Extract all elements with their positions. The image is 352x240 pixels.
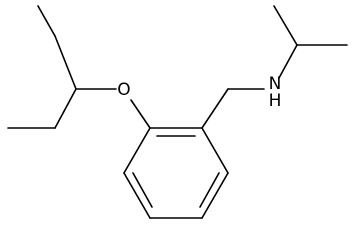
bond-ethyl-b-inner — [54, 88, 77, 129]
hydrogen-label: H — [269, 91, 282, 111]
ring-bond-2 — [201, 127, 229, 174]
oxygen-label: O — [117, 80, 130, 100]
bond-ring-ch2 — [201, 88, 229, 129]
ring-bond-6 — [123, 127, 151, 174]
bond-ethyl-a-terminal — [37, 5, 56, 37]
bond-skeleton — [7, 5, 348, 219]
chemical-structure: O N H — [7, 5, 348, 219]
ring-bond-5 — [123, 172, 151, 219]
nitrogen-label: N — [269, 74, 282, 94]
bond-o-ring — [130, 99, 151, 129]
bond-n-ch — [278, 44, 298, 79]
ring-double-bond-left — [132, 172, 153, 208]
bond-ethyl-a-inner — [54, 35, 77, 90]
bond-isopropyl-methyl-top — [273, 5, 298, 46]
oxygen-atom: O — [117, 80, 130, 100]
ring-bond-3 — [201, 172, 229, 219]
amine-nh: N H — [269, 74, 282, 111]
ring-double-bond-right — [199, 172, 220, 208]
